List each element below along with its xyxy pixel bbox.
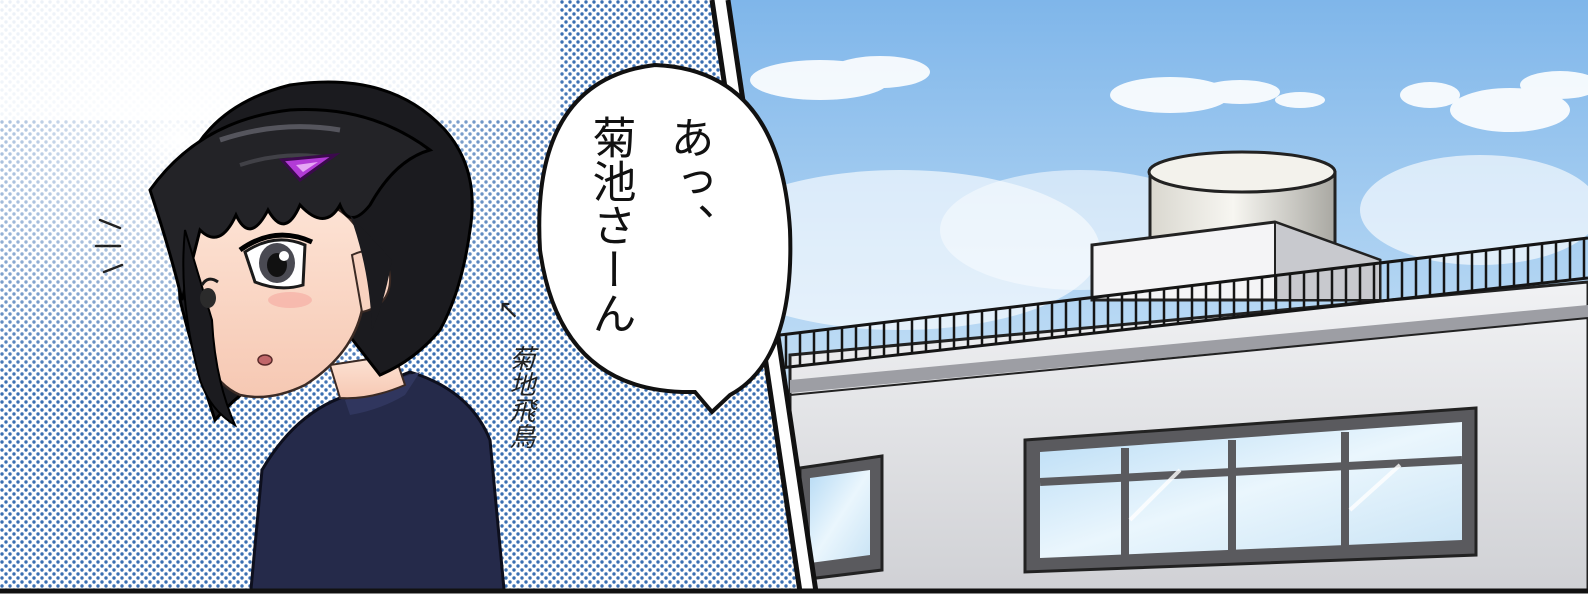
speech-bubble-shape bbox=[537, 62, 793, 415]
rooftop-structure bbox=[1090, 220, 1382, 302]
speech-bubble: あっ、 菊池さーん bbox=[537, 62, 793, 415]
window-main bbox=[1023, 406, 1478, 574]
school-building bbox=[779, 236, 1588, 590]
roof-railing bbox=[779, 236, 1588, 370]
surprise-lines bbox=[94, 218, 124, 274]
window-left bbox=[798, 454, 884, 582]
right-panel bbox=[728, 0, 1588, 590]
character-kikuchi-asuka bbox=[148, 80, 507, 590]
name-annotation: ↖ 菊地飛鳥 bbox=[498, 295, 535, 449]
speech-line-1: あっ、 bbox=[663, 115, 714, 247]
mouth bbox=[257, 354, 273, 366]
speech-line-2: 菊池さーん bbox=[585, 115, 636, 335]
name-annotation-text: 菊地飛鳥 bbox=[505, 345, 535, 449]
water-tank bbox=[1147, 150, 1337, 247]
railing-posts bbox=[784, 238, 1586, 368]
name-annotation-arrow: ↖ bbox=[498, 295, 520, 325]
eye bbox=[238, 232, 314, 290]
